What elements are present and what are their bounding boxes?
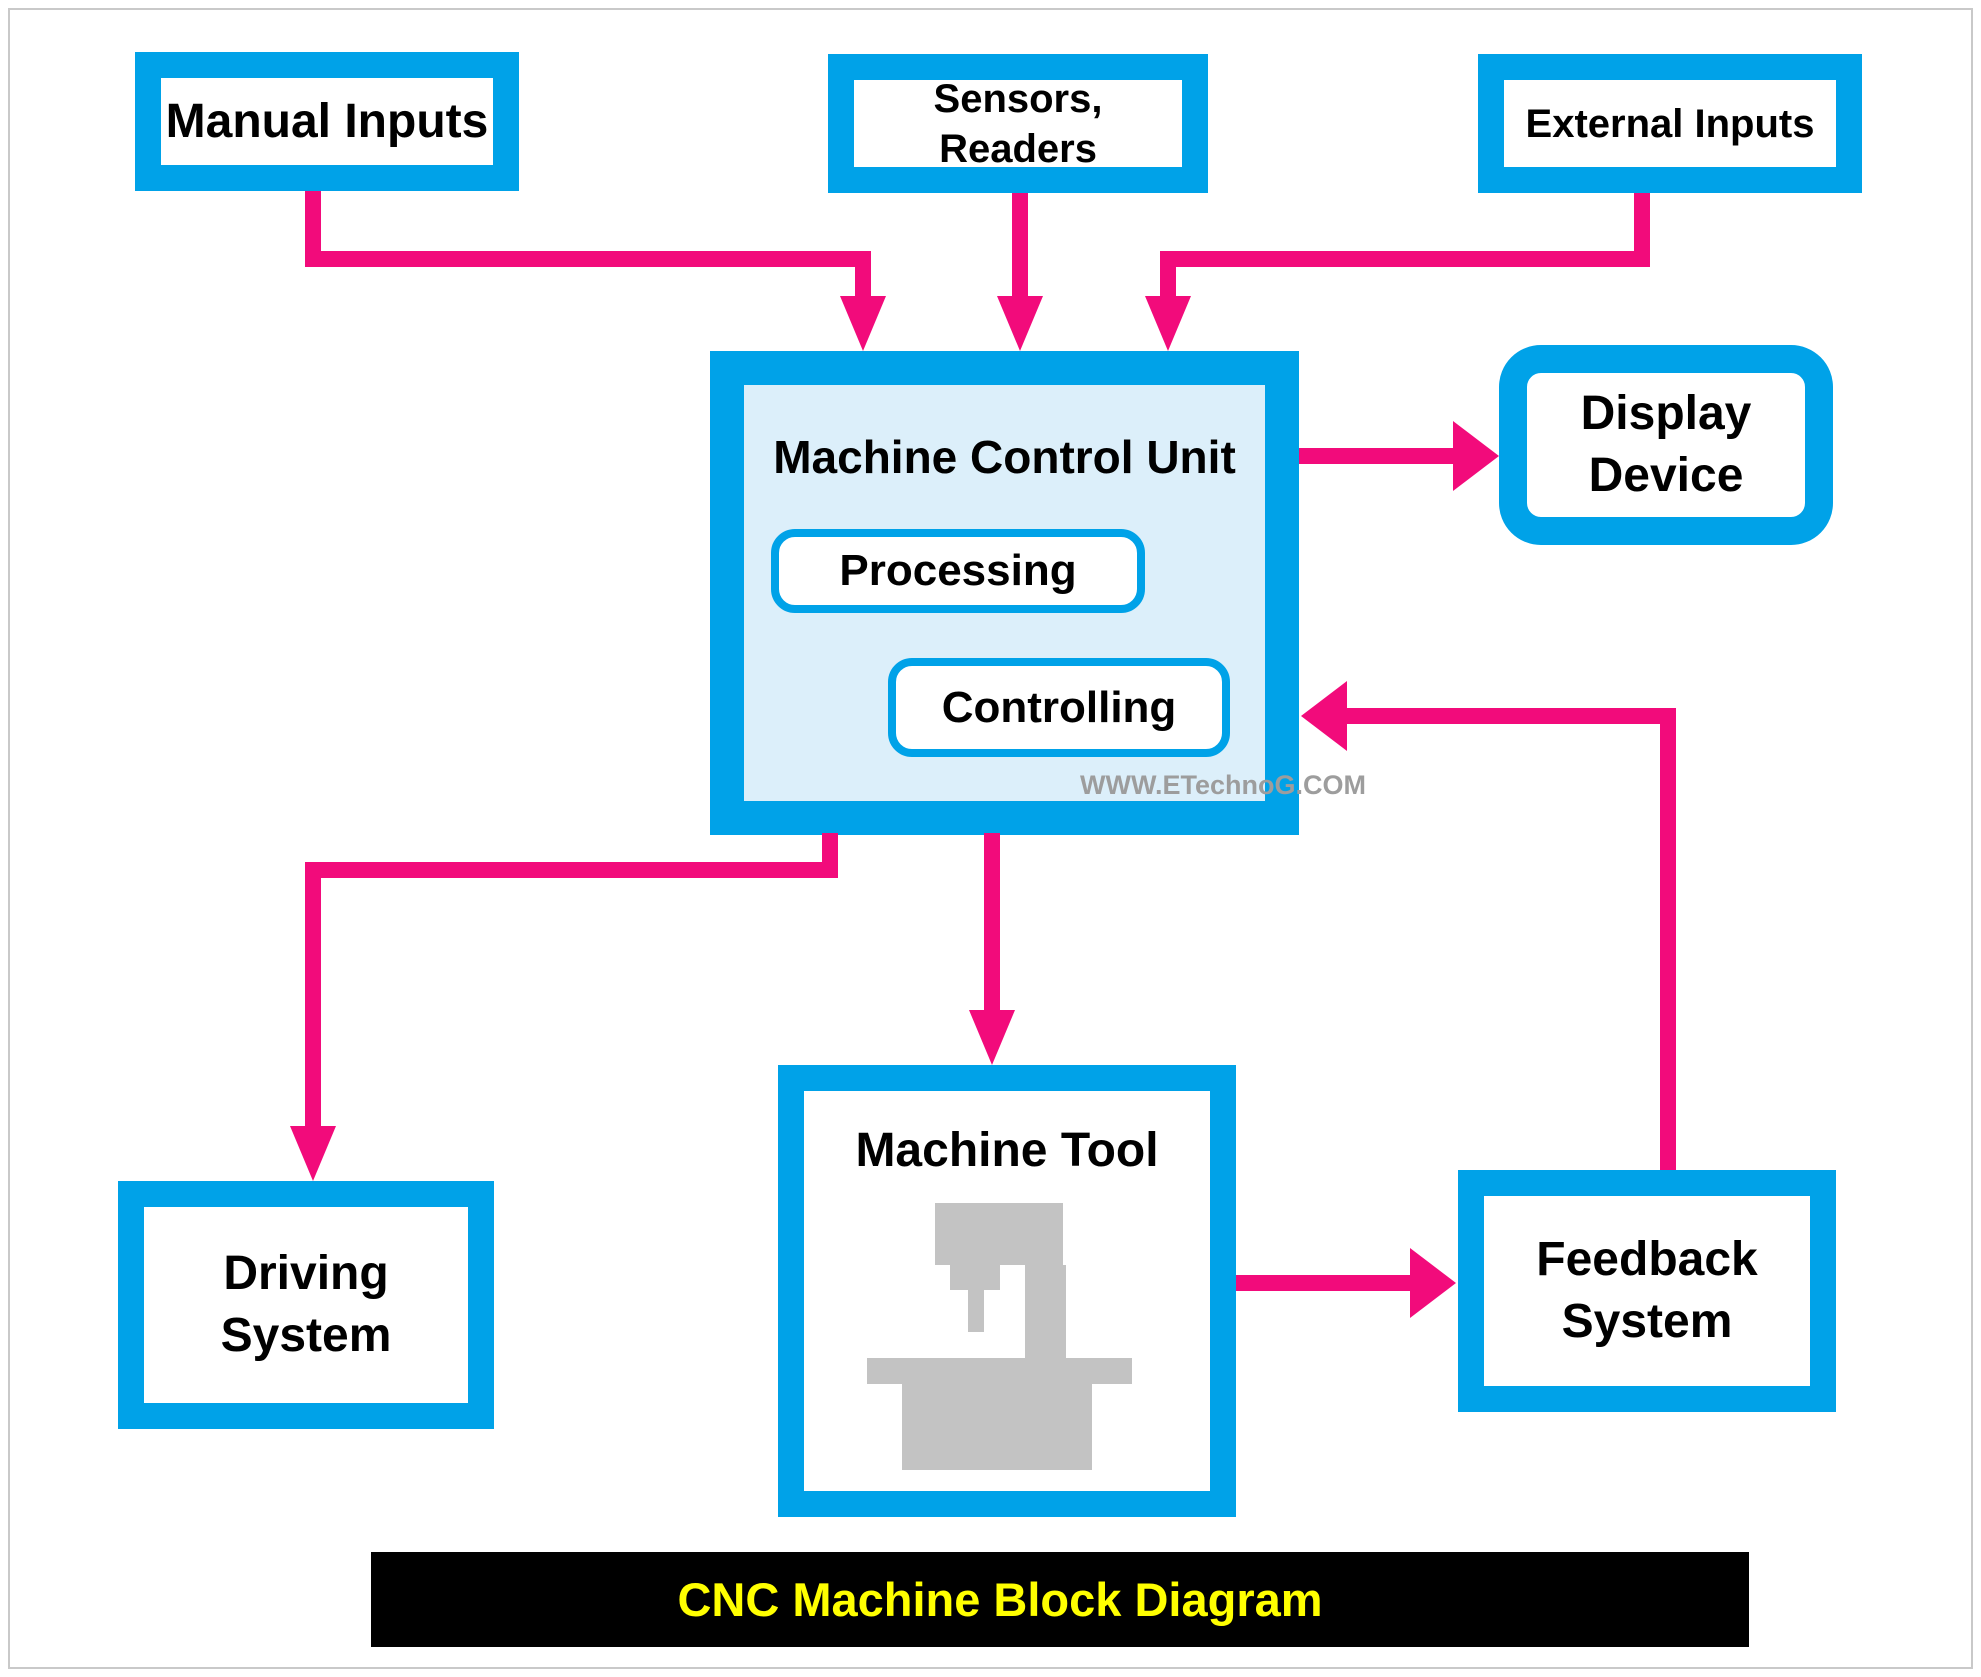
arrowhead-down — [290, 1126, 336, 1181]
node-machine-tool: Machine Tool — [778, 1065, 1236, 1517]
machine-tool-label: Machine Tool — [855, 1124, 1159, 1177]
icon-table — [867, 1358, 1132, 1384]
icon-base — [902, 1384, 1092, 1470]
feedback-system-label-line2: System — [1561, 1295, 1733, 1348]
arrowhead-right — [1410, 1248, 1456, 1318]
arrowhead-right — [1453, 421, 1499, 491]
icon-chuck — [950, 1265, 1000, 1290]
arrowhead-left — [1301, 681, 1347, 751]
controlling-label: Controlling — [941, 682, 1177, 732]
node-controlling: Controlling — [888, 658, 1230, 757]
manual-inputs-label: Manual Inputs — [165, 94, 489, 148]
processing-label: Processing — [839, 546, 1077, 595]
node-manual-inputs: Manual Inputs — [135, 52, 519, 191]
icon-drill-bit — [968, 1290, 984, 1332]
watermark-text: WWW.ETechnoG.COM — [1080, 770, 1366, 800]
node-sensors-readers: Sensors, Readers — [828, 54, 1208, 193]
icon-spindle-head — [935, 1203, 1063, 1265]
node-external-inputs: External Inputs — [1478, 54, 1862, 193]
arrowhead-down — [997, 296, 1043, 351]
arrowhead-down — [840, 296, 886, 351]
driving-system-label-line1: Driving — [223, 1247, 389, 1300]
icon-column — [1025, 1265, 1066, 1362]
node-feedback-system: Feedback System — [1458, 1170, 1836, 1412]
sensors-readers-label: Sensors, Readers — [933, 76, 1103, 171]
driving-system-label-line2: System — [220, 1309, 392, 1362]
feedback-system-label-line1: Feedback — [1536, 1233, 1758, 1286]
node-driving-system: Driving System — [118, 1181, 494, 1429]
node-processing: Processing — [771, 529, 1145, 613]
diagram-title: CNC Machine Block Diagram — [677, 1573, 1323, 1626]
machine-control-unit-label: Machine Control Unit — [773, 431, 1236, 483]
image-frame — [8, 8, 1973, 1669]
title-banner: CNC Machine Block Diagram — [371, 1552, 1749, 1647]
external-inputs-label: External Inputs — [1525, 101, 1815, 146]
node-display-device: Display Device — [1499, 345, 1833, 545]
arrowhead-down — [969, 1010, 1015, 1065]
display-device-label-line2: Device — [1588, 449, 1744, 502]
display-device-label-line1: Display — [1580, 387, 1752, 440]
arrowhead-down — [1145, 296, 1191, 351]
